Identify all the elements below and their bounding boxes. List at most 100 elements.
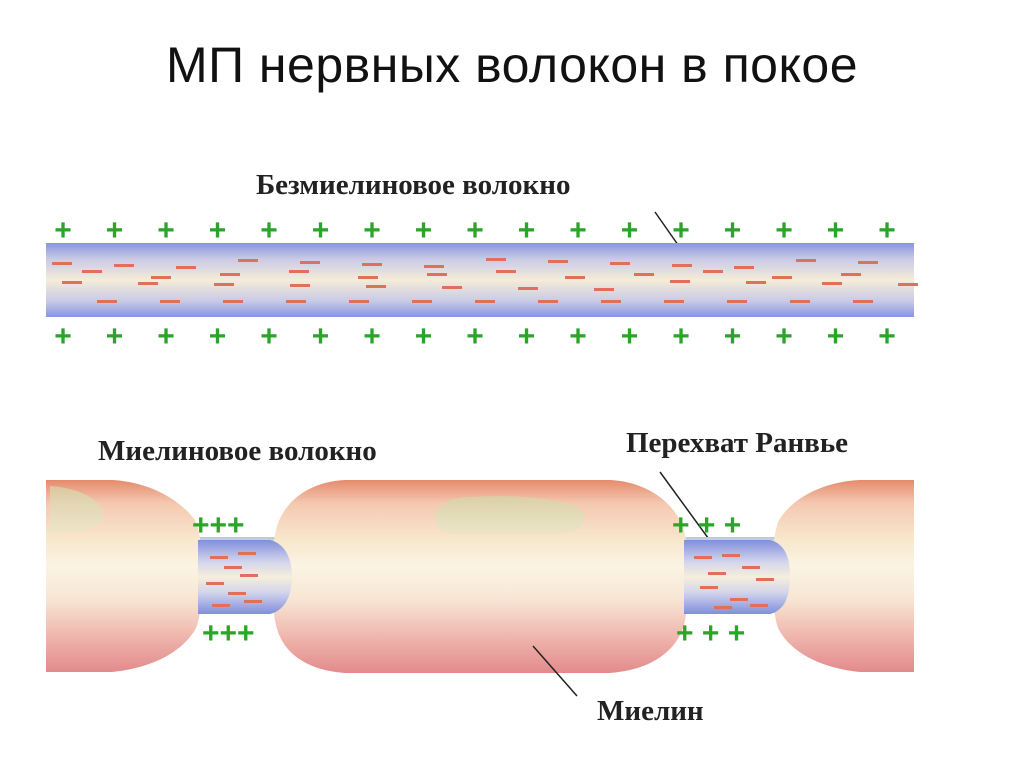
node-minus-charge-5 <box>206 582 224 585</box>
plus-charge-top-3: + <box>157 214 175 247</box>
minus-charge-48 <box>664 300 684 303</box>
minus-charge-38 <box>898 283 918 286</box>
node-left-plus-top: +++ <box>192 509 245 542</box>
plus-charge-top-5: + <box>260 214 278 247</box>
minus-charge-18 <box>289 270 309 273</box>
unmyelinated-axon <box>46 243 914 317</box>
plus-charge-bottom-14: + <box>724 320 742 353</box>
node-minus-charge-9 <box>694 556 712 559</box>
node-left-plus-bottom: +++ <box>202 617 255 650</box>
minus-charge-17 <box>220 273 240 276</box>
schwann-nucleus-middle <box>434 496 585 534</box>
label-node-of-ranvier: Перехват Ранвье <box>626 427 848 459</box>
node-minus-charge-1 <box>210 556 228 559</box>
plus-charge-bottom-2: + <box>106 320 124 353</box>
plus-charge-top-16: + <box>827 214 845 247</box>
minus-charge-9 <box>548 260 568 263</box>
plus-charge-top-15: + <box>775 214 793 247</box>
negative-charges-at-nodes <box>206 552 774 609</box>
minus-charge-50 <box>790 300 810 303</box>
node-minus-charge-11 <box>708 572 726 575</box>
minus-charge-5 <box>300 261 320 264</box>
node-minus-charge-8 <box>212 604 230 607</box>
minus-charge-12 <box>734 266 754 269</box>
minus-charge-45 <box>475 300 495 303</box>
minus-charge-40 <box>160 300 180 303</box>
minus-charge-37 <box>822 282 842 285</box>
label-myelin: Миелин <box>597 695 704 727</box>
node-minus-charge-15 <box>730 598 748 601</box>
minus-charge-35 <box>670 280 690 283</box>
minus-charge-34 <box>594 288 614 291</box>
minus-charge-26 <box>841 273 861 276</box>
plus-charge-bottom-5: + <box>260 320 278 353</box>
minus-charge-41 <box>223 300 243 303</box>
plus-charge-top-17: + <box>878 214 896 247</box>
node-right-plus-bottom: + + + <box>676 617 745 650</box>
minus-charge-21 <box>496 270 516 273</box>
plus-charge-bottom-17: + <box>878 320 896 353</box>
negative-charges-inside <box>52 258 918 303</box>
plus-charge-bottom-13: + <box>672 320 690 353</box>
positive-charges-outside-top: +++++++++++++++++ <box>54 214 896 247</box>
plus-charge-bottom-4: + <box>209 320 227 353</box>
minus-charge-7 <box>424 265 444 268</box>
plus-charge-top-2: + <box>106 214 124 247</box>
plus-charge-bottom-6: + <box>312 320 330 353</box>
minus-charge-33 <box>518 287 538 290</box>
plus-charge-top-12: + <box>621 214 639 247</box>
minus-charge-32 <box>442 286 462 289</box>
plus-charge-bottom-15: + <box>775 320 793 353</box>
minus-charge-1 <box>52 262 72 265</box>
minus-charge-42 <box>286 300 306 303</box>
plus-charge-top-10: + <box>518 214 536 247</box>
plus-charge-top-4: + <box>209 214 227 247</box>
minus-charge-19 <box>358 276 378 279</box>
plus-charge-bottom-10: + <box>518 320 536 353</box>
page-title: МП нервных волокон в покое <box>165 37 859 93</box>
myelin-segment-middle <box>271 480 689 673</box>
plus-charge-top-13: + <box>672 214 690 247</box>
minus-charge-13 <box>796 259 816 262</box>
minus-charge-6 <box>362 263 382 266</box>
minus-charge-44 <box>412 300 432 303</box>
plus-charge-bottom-9: + <box>466 320 484 353</box>
plus-charge-top-14: + <box>724 214 742 247</box>
plus-charge-bottom-16: + <box>827 320 845 353</box>
minus-charge-27 <box>62 281 82 284</box>
minus-charge-2 <box>114 264 134 267</box>
minus-charge-39 <box>97 300 117 303</box>
minus-charge-25 <box>772 276 792 279</box>
node-minus-charge-10 <box>722 554 740 557</box>
minus-charge-43 <box>349 300 369 303</box>
plus-charge-bottom-3: + <box>157 320 175 353</box>
minus-charge-31 <box>366 285 386 288</box>
node-minus-charge-6 <box>228 592 246 595</box>
node-minus-charge-12 <box>742 566 760 569</box>
minus-charge-28 <box>138 282 158 285</box>
minus-charge-47 <box>601 300 621 303</box>
node-minus-charge-13 <box>756 578 774 581</box>
plus-charge-top-6: + <box>312 214 330 247</box>
minus-charge-14 <box>858 261 878 264</box>
plus-charge-bottom-7: + <box>363 320 381 353</box>
node-minus-charge-7 <box>244 600 262 603</box>
plus-charge-top-9: + <box>466 214 484 247</box>
minus-charge-29 <box>214 283 234 286</box>
node-minus-charge-2 <box>238 552 256 555</box>
node-right-plus-top: + + + <box>672 509 741 542</box>
minus-charge-36 <box>746 281 766 284</box>
positive-charges-outside-bottom: +++++++++++++++++ <box>54 320 896 353</box>
minus-charge-3 <box>176 266 196 269</box>
plus-charge-bottom-11: + <box>569 320 587 353</box>
pointer-line-myelin <box>532 645 578 697</box>
node-of-ranvier-right <box>684 540 790 614</box>
label-unmyelinated-fiber: Безмиелиновое волокно <box>256 169 570 201</box>
plus-charge-bottom-8: + <box>415 320 433 353</box>
node-minus-charge-14 <box>700 586 718 589</box>
minus-charge-10 <box>610 262 630 265</box>
minus-charge-4 <box>238 259 258 262</box>
plus-charge-top-11: + <box>569 214 587 247</box>
minus-charge-15 <box>82 270 102 273</box>
